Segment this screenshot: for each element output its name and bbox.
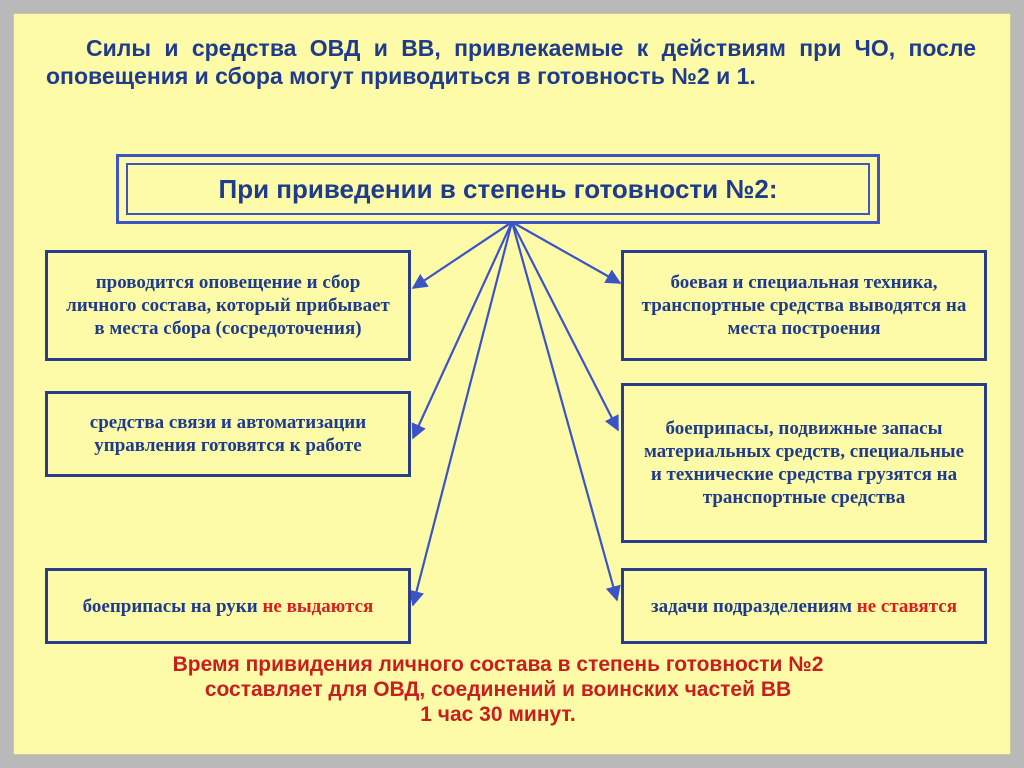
- right-box-tasks: задачи подразделениям не ставятся: [621, 568, 987, 644]
- readiness-title-frame: При приведении в степень готовности №2:: [116, 154, 880, 224]
- left-box-ammunition-plain: боеприпасы на руки: [82, 595, 263, 617]
- arrow-to-right-1: [511, 221, 622, 284]
- right-box-tasks-emphasis: не ставятся: [856, 595, 957, 617]
- left-box-ammunition-text: боеприпасы на руки не выдаются: [83, 595, 374, 618]
- arrow-to-left-3: [409, 221, 514, 607]
- left-box-ammunition-emphasis: не выдаются: [262, 595, 374, 617]
- left-box-ammunition: боеприпасы на руки не выдаются: [45, 568, 411, 644]
- left-box-notification: проводится оповещение и сбор личного сос…: [45, 250, 411, 361]
- right-box-vehicles: боевая и специальная техника, транспортн…: [621, 250, 987, 361]
- readiness-time-line-3: 1 час 30 минут.: [420, 703, 576, 726]
- intro-paragraph: Силы и средства ОВД и ВВ, привлекаемые к…: [46, 35, 976, 89]
- arrow-to-right-2: [511, 221, 619, 432]
- right-box-supplies-text: боеприпасы, подвижные запасы материальны…: [643, 418, 965, 508]
- right-box-tasks-text: задачи подразделениям не ставятся: [651, 595, 957, 618]
- right-box-tasks-plain: задачи подразделениям: [651, 595, 857, 617]
- right-box-supplies: боеприпасы, подвижные запасы материальны…: [621, 383, 987, 543]
- arrow-to-left-2: [411, 221, 513, 440]
- right-box-vehicles-text: боевая и специальная техника, транспортн…: [641, 272, 967, 339]
- readiness-title: При приведении в степень готовности №2:: [218, 173, 778, 204]
- left-box-communications-text: средства связи и автоматизации управлени…: [89, 412, 367, 456]
- arrow-to-left-1: [411, 221, 513, 289]
- left-box-notification-text: проводится оповещение и сбор личного сос…: [66, 272, 390, 339]
- readiness-title-inner-frame: При приведении в степень готовности №2:: [126, 163, 870, 215]
- readiness-time-line-2: составляет для ОВД, соединений и воински…: [204, 678, 792, 701]
- readiness-time-line-1: Время привидения личного состава в степе…: [172, 653, 824, 676]
- arrow-to-right-3: [510, 221, 621, 602]
- readiness-time-note: Время привидения личного состава в степе…: [60, 652, 936, 727]
- left-box-communications: средства связи и автоматизации управлени…: [45, 391, 411, 477]
